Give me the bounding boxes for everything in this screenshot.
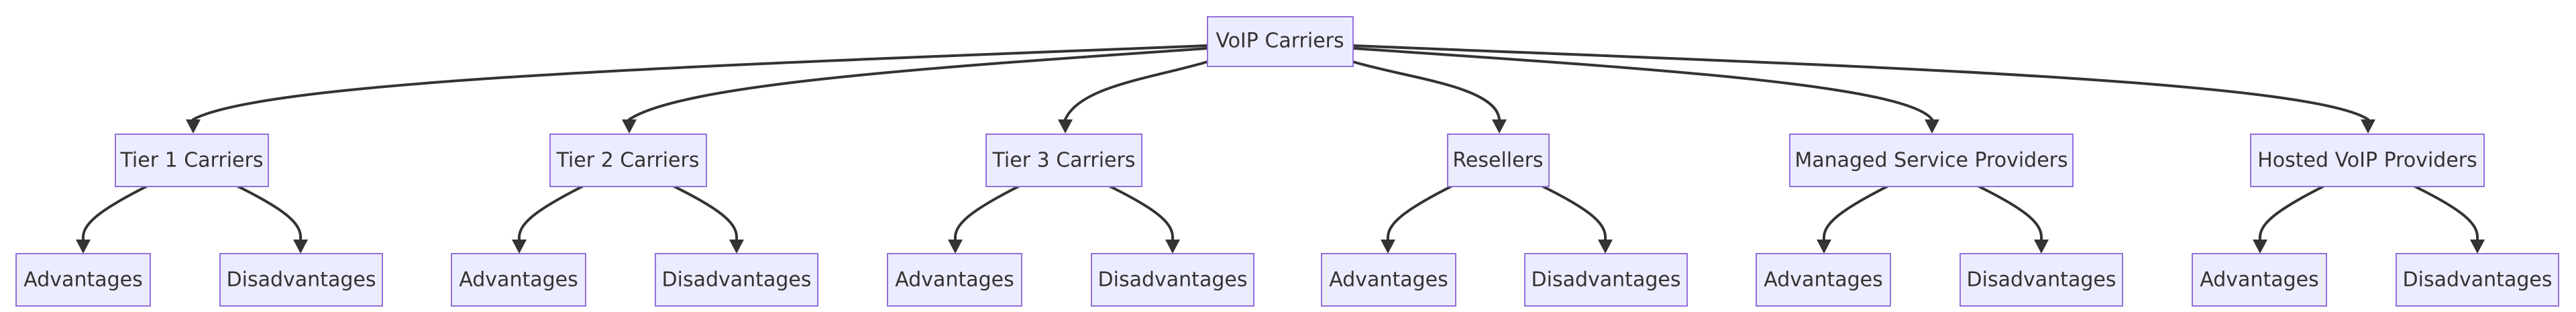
arrowhead (729, 240, 744, 254)
disadvantages-label: Disadvantages (2403, 268, 2553, 292)
leaf-edges (76, 185, 2485, 254)
arrowhead (2470, 240, 2485, 254)
arrowhead (1058, 119, 1073, 134)
disadvantages-node: Disadvantages (1524, 253, 1688, 307)
disadvantages-label: Disadvantages (1532, 268, 1681, 292)
edge-msp-to-disadvantages (1978, 185, 2043, 241)
arrowhead (76, 240, 91, 254)
edge-hosted-to-disadvantages (2414, 185, 2479, 241)
advantages-node: Advantages (887, 253, 1022, 307)
edge-hosted-to-advantages (2258, 185, 2324, 241)
edge-tier-2-to-disadvantages (673, 185, 739, 241)
advantages-label: Advantages (1329, 268, 1448, 292)
disadvantages-node: Disadvantages (1091, 253, 1254, 307)
advantages-node: Advantages (1321, 253, 1456, 307)
category-node-tier-2: Tier 2 Carriers (549, 134, 707, 187)
disadvantages-label: Disadvantages (227, 268, 376, 292)
advantages-label: Advantages (2200, 268, 2318, 292)
root-edges (186, 44, 2375, 134)
advantages-label: Advantages (895, 268, 1014, 292)
category-node-tier-3: Tier 3 Carriers (985, 134, 1142, 187)
arrowhead (1165, 240, 1180, 254)
edge-root-to-resellers (1352, 60, 1501, 121)
category-node-label: Managed Service Providers (1794, 149, 2068, 172)
category-node-label: Tier 2 Carriers (556, 149, 700, 172)
advantages-node: Advantages (451, 253, 586, 307)
arrowhead (186, 119, 201, 134)
edge-root-to-hosted-voip-providers (1352, 44, 2369, 121)
arrowhead (2361, 119, 2375, 134)
edge-tier-2-to-advantages (517, 185, 584, 241)
edge-tier-3-to-disadvantages (1109, 185, 1175, 241)
advantages-node: Advantages (1756, 253, 1891, 307)
edge-resellers-to-advantages (1386, 185, 1452, 241)
category-node-tier-1: Tier 1 Carriers (115, 134, 269, 187)
disadvantages-label: Disadvantages (1098, 268, 1248, 292)
category-node-label: Tier 3 Carriers (992, 149, 1136, 172)
edge-root-to-tier-2-carriers (628, 47, 1209, 121)
arrowhead (1598, 240, 1613, 254)
category-node-managed-service-providers: Managed Service Providers (1789, 134, 2074, 187)
advantages-node: Advantages (15, 253, 151, 307)
edge-root-to-managed-service-providers (1352, 47, 1933, 121)
arrowhead (2253, 240, 2267, 254)
arrowhead (1925, 119, 1939, 134)
disadvantages-label: Disadvantages (1967, 268, 2116, 292)
root-node: VoIP Carriers (1207, 16, 1354, 67)
arrowhead (293, 240, 308, 254)
arrowhead (2034, 240, 2049, 254)
disadvantages-node: Disadvantages (1960, 253, 2123, 307)
arrowhead (1492, 119, 1507, 134)
arrowhead (948, 240, 963, 254)
edge-resellers-to-disadvantages (1542, 185, 1607, 241)
advantages-label: Advantages (459, 268, 578, 292)
category-node-resellers: Resellers (1447, 134, 1550, 187)
arrowhead (1817, 240, 1831, 254)
edge-msp-to-advantages (1822, 185, 1888, 241)
edge-root-to-tier-1-carriers (192, 44, 1209, 121)
edge-root-to-tier-3-carriers (1064, 60, 1209, 121)
disadvantages-node: Disadvantages (2396, 253, 2559, 307)
arrowhead (1381, 240, 1395, 254)
disadvantages-label: Disadvantages (662, 268, 812, 292)
category-node-label: Tier 1 Carriers (120, 149, 264, 172)
category-node-label: Hosted VoIP Providers (2257, 149, 2477, 172)
category-node-hosted-voip-providers: Hosted VoIP Providers (2250, 134, 2485, 187)
advantages-label: Advantages (23, 268, 142, 292)
disadvantages-node: Disadvantages (219, 253, 383, 307)
arrowhead (512, 240, 527, 254)
disadvantages-node: Disadvantages (655, 253, 818, 307)
edge-tier-1-to-disadvantages (237, 185, 303, 241)
advantages-node: Advantages (2192, 253, 2327, 307)
arrowhead (622, 119, 637, 134)
category-node-label: Resellers (1452, 149, 1543, 172)
root-node-label: VoIP Carriers (1216, 30, 1344, 53)
edge-tier-3-to-advantages (953, 185, 1020, 241)
edge-tier-1-to-advantages (81, 185, 148, 241)
advantages-label: Advantages (1764, 268, 1882, 292)
